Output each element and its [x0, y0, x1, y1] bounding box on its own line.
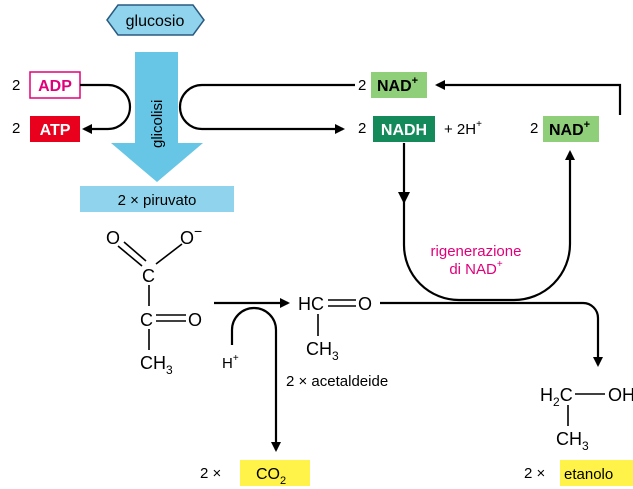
- pyruvate-double-bond-2: [123, 241, 147, 262]
- pyruvate-atom-o-left: O: [106, 228, 120, 248]
- pyruvate-structure: O O− C C O CH3: [106, 223, 202, 377]
- decarboxylation-group: H+ 2 × CO2: [200, 298, 310, 487]
- pyruvate-atom-o-right: O−: [180, 223, 202, 248]
- ethanol-structure: H2C OH CH3 2 × etanolo: [524, 385, 633, 486]
- nad-right-label: NAD+: [549, 119, 590, 139]
- ethanol-ch3: CH3: [556, 429, 589, 453]
- acetaldehyde-o: O: [358, 294, 372, 314]
- acetaldehyde-ch3: CH3: [306, 339, 339, 363]
- pyruvate-node: 2 × piruvato: [80, 186, 234, 212]
- glycolysis-label: glicolisi: [149, 100, 166, 148]
- regeneration-label-1: rigenerazione: [431, 243, 522, 260]
- co2-label: CO2: [256, 466, 286, 487]
- ethanol-label: etanolo: [564, 466, 613, 483]
- nad-right-box: [543, 116, 599, 142]
- pyruvate-double-bond-1: [117, 245, 143, 267]
- pyruvate-atom-c2: C: [140, 310, 153, 330]
- nad-top-coefficient: 2: [358, 77, 366, 94]
- nad-to-nadh-arrow: [178, 83, 355, 134]
- nadh-coefficient: 2: [358, 120, 366, 137]
- hydrogen-ion-label: H+: [222, 353, 239, 372]
- co2-coefficient: 2 ×: [200, 465, 221, 482]
- atp-box: [30, 116, 80, 142]
- acetaldehyde-structure: HC O CH3 2 × acetaldeide: [286, 294, 388, 390]
- nad-return-arrow: [435, 80, 622, 115]
- pyruvate-atom-c1: C: [142, 266, 155, 286]
- adp-to-atp-arrow: [80, 83, 132, 134]
- adp-atp-group: 2 ADP 2 ATP: [12, 71, 132, 142]
- glycolysis-arrow: glicolisi: [111, 52, 203, 182]
- acetaldehyde-to-ethanol-arrow: [380, 301, 603, 367]
- pyruvate-box: [80, 186, 234, 212]
- ethanol-h2c: H2C: [540, 385, 573, 409]
- pyruvate-label: 2 × piruvato: [118, 192, 197, 209]
- glucose-label: glucosio: [126, 13, 185, 30]
- nad-nadh-group: 2 NAD+ 2 NADH + 2H+: [178, 72, 482, 142]
- nad-top-label: NAD+: [377, 75, 418, 95]
- adp-coefficient: 2: [12, 77, 20, 94]
- glycolysis-arrow-shape: [111, 52, 203, 182]
- regeneration-label-2: di NAD+: [449, 259, 503, 278]
- plus-2h-label: + 2H+: [444, 119, 482, 138]
- ethanol-oh: OH: [608, 385, 633, 405]
- nadh-box: [373, 116, 435, 142]
- nadh-down-arrowhead: [398, 192, 410, 204]
- co2-box: [240, 460, 310, 486]
- pyruvate-atom-o-keto: O: [188, 310, 202, 330]
- co2-release-arrow: [230, 306, 281, 452]
- glucose-hexagon: [106, 4, 205, 36]
- nadh-label: NADH: [381, 122, 427, 139]
- nad-top-box: [371, 72, 427, 98]
- glucose-node: glucosio: [106, 4, 205, 36]
- nadh-regeneration-loop: [402, 143, 575, 302]
- acetaldehyde-hc: HC: [298, 294, 324, 314]
- pyruvate-ch3: CH3: [140, 353, 173, 377]
- ethanol-coefficient: 2 ×: [524, 465, 545, 482]
- pyruvate-single-bond: [155, 243, 183, 265]
- adp-label: ADP: [38, 78, 72, 95]
- atp-coefficient: 2: [12, 120, 20, 137]
- ethanol-box: [560, 460, 633, 486]
- nad-right-coefficient: 2: [530, 120, 538, 137]
- atp-label: ATP: [40, 122, 71, 139]
- acetaldehyde-label: 2 × acetaldeide: [286, 373, 388, 390]
- nad-regenerated-group: 2 NAD+ rigenerazione di NAD+: [398, 80, 622, 302]
